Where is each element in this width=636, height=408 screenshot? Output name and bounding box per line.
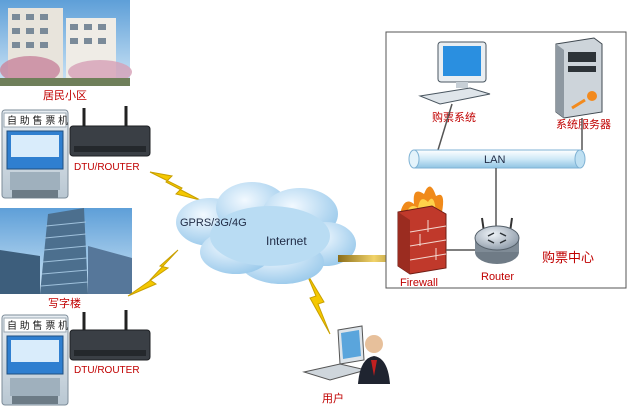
user-label: 用户	[322, 391, 344, 405]
dtu-router-device-bottom	[69, 310, 151, 361]
gprs-label: GPRS/3G/4G	[180, 217, 247, 229]
ticket-center-label: 购票中心	[542, 250, 594, 265]
lan-label: LAN	[484, 154, 505, 166]
desktop-computer-icon	[418, 41, 491, 105]
ticket-kiosk-bottom: 自 助 售 票 机	[1, 314, 69, 406]
dtu-router-label-top: DTU/ROUTER	[74, 162, 140, 173]
internet-cloud	[176, 182, 356, 284]
kiosk-sign-top: 自 助 售 票 机	[7, 114, 68, 127]
firewall-label: Firewall	[400, 277, 438, 289]
router-label: Router	[481, 271, 514, 283]
firewall-icon	[397, 186, 447, 275]
residential-label: 居民小区	[43, 89, 87, 102]
kiosk-sign-bottom: 自 助 售 票 机	[7, 319, 68, 332]
gold-link-cable	[338, 255, 410, 262]
office-label: 写字楼	[48, 296, 81, 310]
user-laptop	[302, 325, 367, 381]
dtu-router-label-bottom: DTU/ROUTER	[74, 365, 140, 376]
internet-label: Internet	[266, 234, 307, 248]
key-icon	[571, 91, 597, 110]
user-person-icon	[358, 335, 390, 384]
residential-building-photo	[0, 0, 132, 86]
router-icon	[474, 217, 520, 264]
wireless-bolt-user-icon	[305, 271, 331, 335]
system-server-label: 系统服务器	[556, 118, 611, 131]
wireless-bolt-top-icon	[149, 171, 201, 201]
pc-to-lan-line	[437, 103, 453, 151]
ticket-kiosk-top: 自 助 售 票 机	[1, 109, 69, 199]
server-icon	[555, 37, 603, 119]
dtu-router-device-top	[69, 106, 151, 157]
wireless-bolt-bottom-icon	[127, 249, 179, 297]
office-building-photo	[0, 208, 132, 294]
lan-pipe	[408, 149, 586, 169]
ticket-system-label: 购票系统	[432, 110, 476, 124]
